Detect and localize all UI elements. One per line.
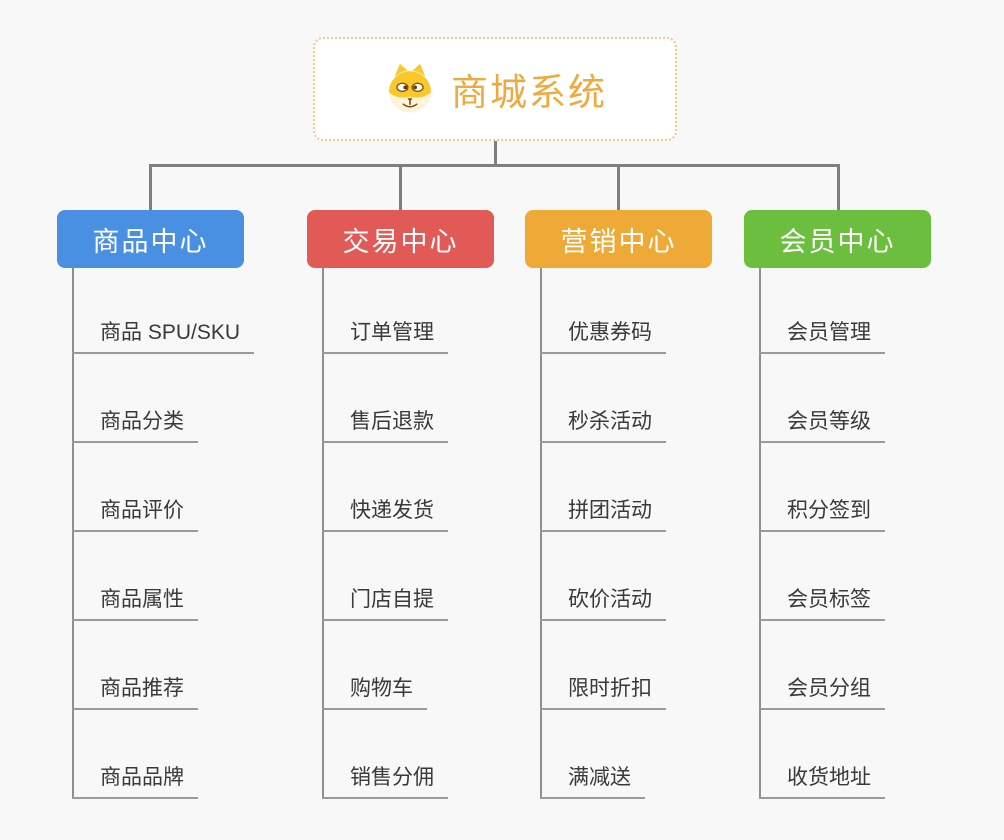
leaf-node[interactable]: 商品品牌	[72, 759, 198, 799]
leaf-node[interactable]: 销售分佣	[322, 759, 448, 799]
leaf-node[interactable]: 商品 SPU/SKU	[72, 314, 255, 354]
root-node[interactable]: 商城系统	[313, 37, 677, 141]
branch-header-member-center[interactable]: 会员中心	[744, 210, 931, 268]
leaf-node[interactable]: 满减送	[540, 759, 645, 799]
branch-trunk-line	[72, 268, 74, 799]
leaf-node[interactable]: 砍价活动	[540, 581, 666, 621]
leaf-node[interactable]: 拼团活动	[540, 492, 666, 532]
leaf-node[interactable]: 秒杀活动	[540, 403, 666, 443]
branch-trunk-line	[759, 268, 761, 799]
branch-member-center: 会员中心 会员管理 会员等级 积分签到 会员标签 会员分组 收货地址	[744, 210, 994, 810]
root-title: 商城系统	[451, 72, 607, 113]
leaf-node[interactable]: 商品推荐	[72, 670, 198, 710]
leaf-node[interactable]: 订单管理	[322, 314, 448, 354]
leaf-node[interactable]: 门店自提	[322, 581, 448, 621]
branch-header-product-center[interactable]: 商品中心	[57, 210, 244, 268]
leaf-node[interactable]: 优惠券码	[540, 314, 666, 354]
branch-trunk-line	[322, 268, 324, 799]
leaf-node[interactable]: 购物车	[322, 670, 427, 710]
connector-drop-1	[149, 164, 152, 210]
leaf-node[interactable]: 快递发货	[322, 492, 448, 532]
leaf-node[interactable]: 会员等级	[759, 403, 885, 443]
branch-trunk-line	[540, 268, 542, 799]
leaf-node[interactable]: 会员标签	[759, 581, 885, 621]
dog-face-icon	[383, 62, 437, 116]
connector-drop-4	[837, 164, 840, 210]
leaf-node[interactable]: 售后退款	[322, 403, 448, 443]
branch-header-marketing-center[interactable]: 营销中心	[525, 210, 712, 268]
connector-drop-3	[617, 164, 620, 210]
leaf-node[interactable]: 积分签到	[759, 492, 885, 532]
connector-root-stub	[494, 141, 497, 165]
branch-header-trade-center[interactable]: 交易中心	[307, 210, 494, 268]
leaf-node[interactable]: 商品分类	[72, 403, 198, 443]
branch-trade-center: 交易中心 订单管理 售后退款 快递发货 门店自提 购物车 销售分佣	[307, 210, 557, 810]
branch-marketing-center: 营销中心 优惠券码 秒杀活动 拼团活动 砍价活动 限时折扣 满减送	[525, 210, 775, 810]
leaf-node[interactable]: 商品属性	[72, 581, 198, 621]
connector-bus	[149, 164, 840, 167]
leaf-node[interactable]: 会员分组	[759, 670, 885, 710]
leaf-node[interactable]: 商品评价	[72, 492, 198, 532]
leaf-node[interactable]: 收货地址	[759, 759, 885, 799]
leaf-node[interactable]: 会员管理	[759, 314, 885, 354]
branch-product-center: 商品中心 商品 SPU/SKU 商品分类 商品评价 商品属性 商品推荐 商品品牌	[57, 210, 307, 810]
connector-drop-2	[399, 164, 402, 210]
leaf-node[interactable]: 限时折扣	[540, 670, 666, 710]
